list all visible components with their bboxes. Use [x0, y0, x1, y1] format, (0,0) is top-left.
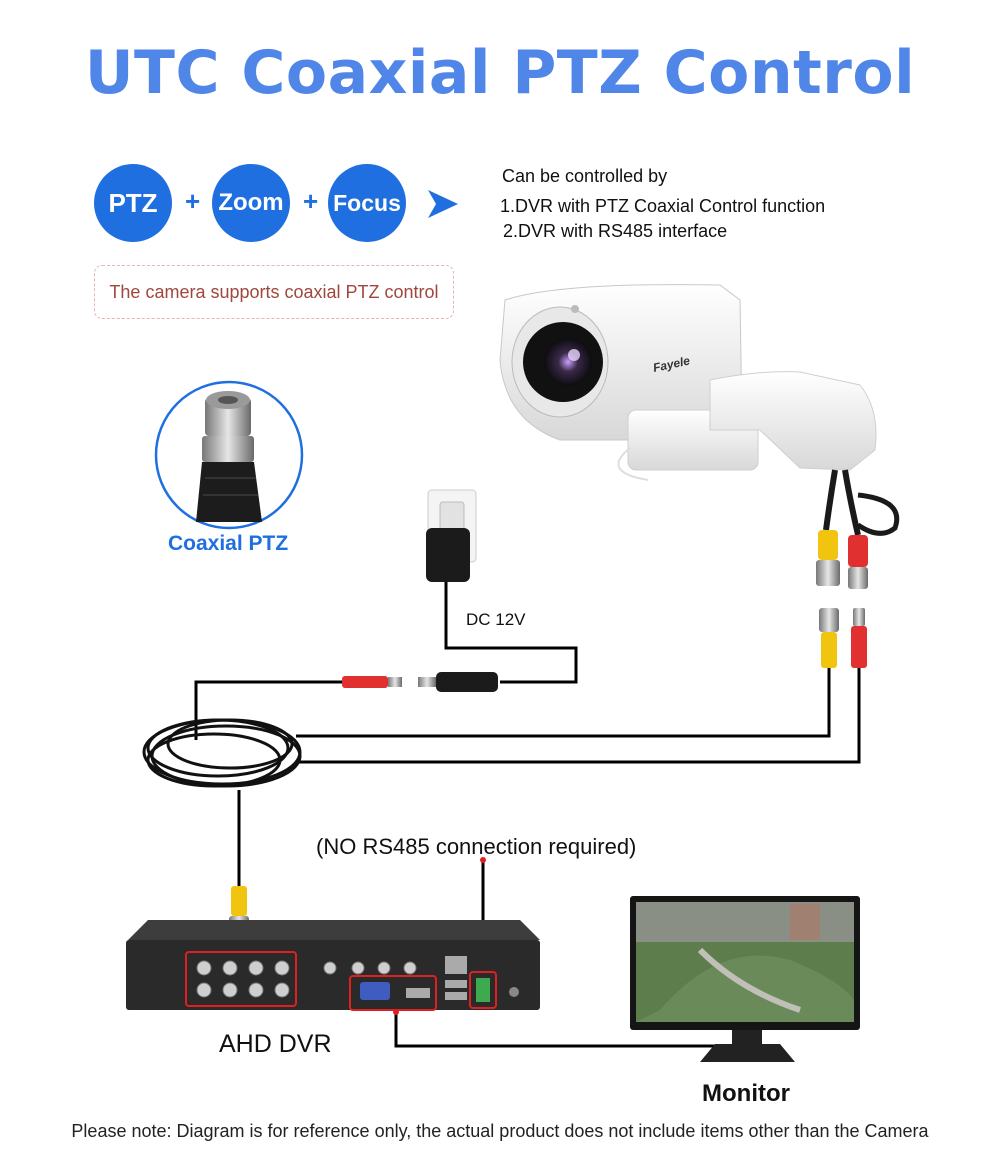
ptz-camera-icon: [499, 284, 877, 481]
plus-sign: +: [185, 186, 201, 216]
camera-pigtail-icon: [816, 469, 900, 668]
coaxial-connector-icon: [154, 380, 304, 530]
dvr-icon: [126, 920, 540, 1010]
power-label: DC 12V: [466, 610, 526, 629]
cable-coil-icon: [142, 718, 302, 788]
rs485-note: (NO RS485 connection required): [316, 834, 637, 859]
coaxial-connector-label: Coaxial PTZ: [168, 532, 289, 555]
footnote: Please note: Diagram is for reference on…: [71, 1121, 929, 1141]
monitor-label: Monitor: [702, 1080, 790, 1107]
focus-bubble: Focus: [328, 164, 406, 242]
ptz-bubble: PTZ: [94, 164, 172, 242]
zoom-bubble: Zoom: [212, 164, 290, 242]
control-option-2: 2.DVR with RS485 interface: [503, 221, 728, 241]
power-adapter-icon: [426, 489, 477, 582]
control-option-1: 1.DVR with PTZ Coaxial Control function: [500, 196, 826, 216]
dvr-label: AHD DVR: [219, 1030, 332, 1058]
monitor-icon: [630, 896, 860, 1062]
plus-sign: +: [303, 186, 319, 216]
page-title: UTC Coaxial PTZ Control: [84, 38, 916, 108]
control-heading: Can be controlled by: [502, 166, 668, 186]
coaxial-note: The camera supports coaxial PTZ control: [94, 265, 454, 319]
dc-connector-icon: [342, 672, 498, 692]
